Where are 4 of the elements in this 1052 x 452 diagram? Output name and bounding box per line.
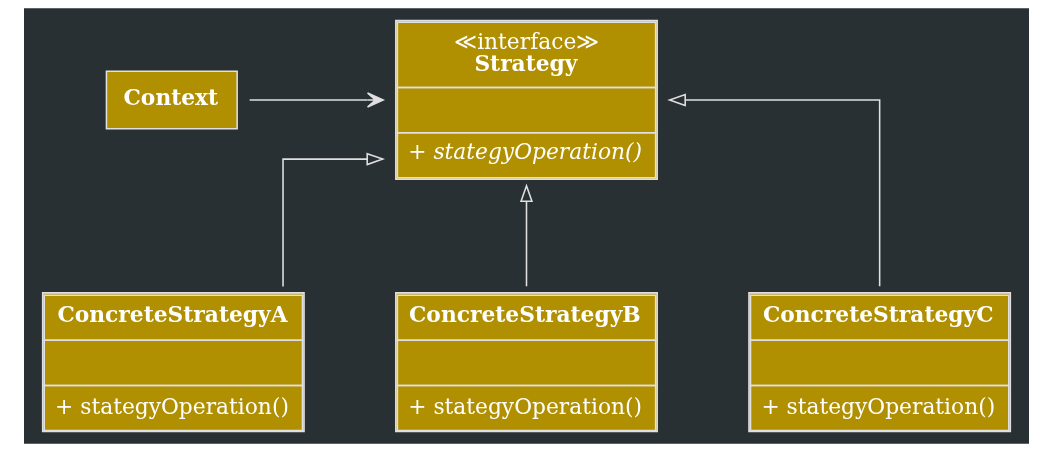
arrow [281,152,385,288]
arrow [519,183,533,288]
arrow [666,93,880,288]
arrow [248,92,384,108]
